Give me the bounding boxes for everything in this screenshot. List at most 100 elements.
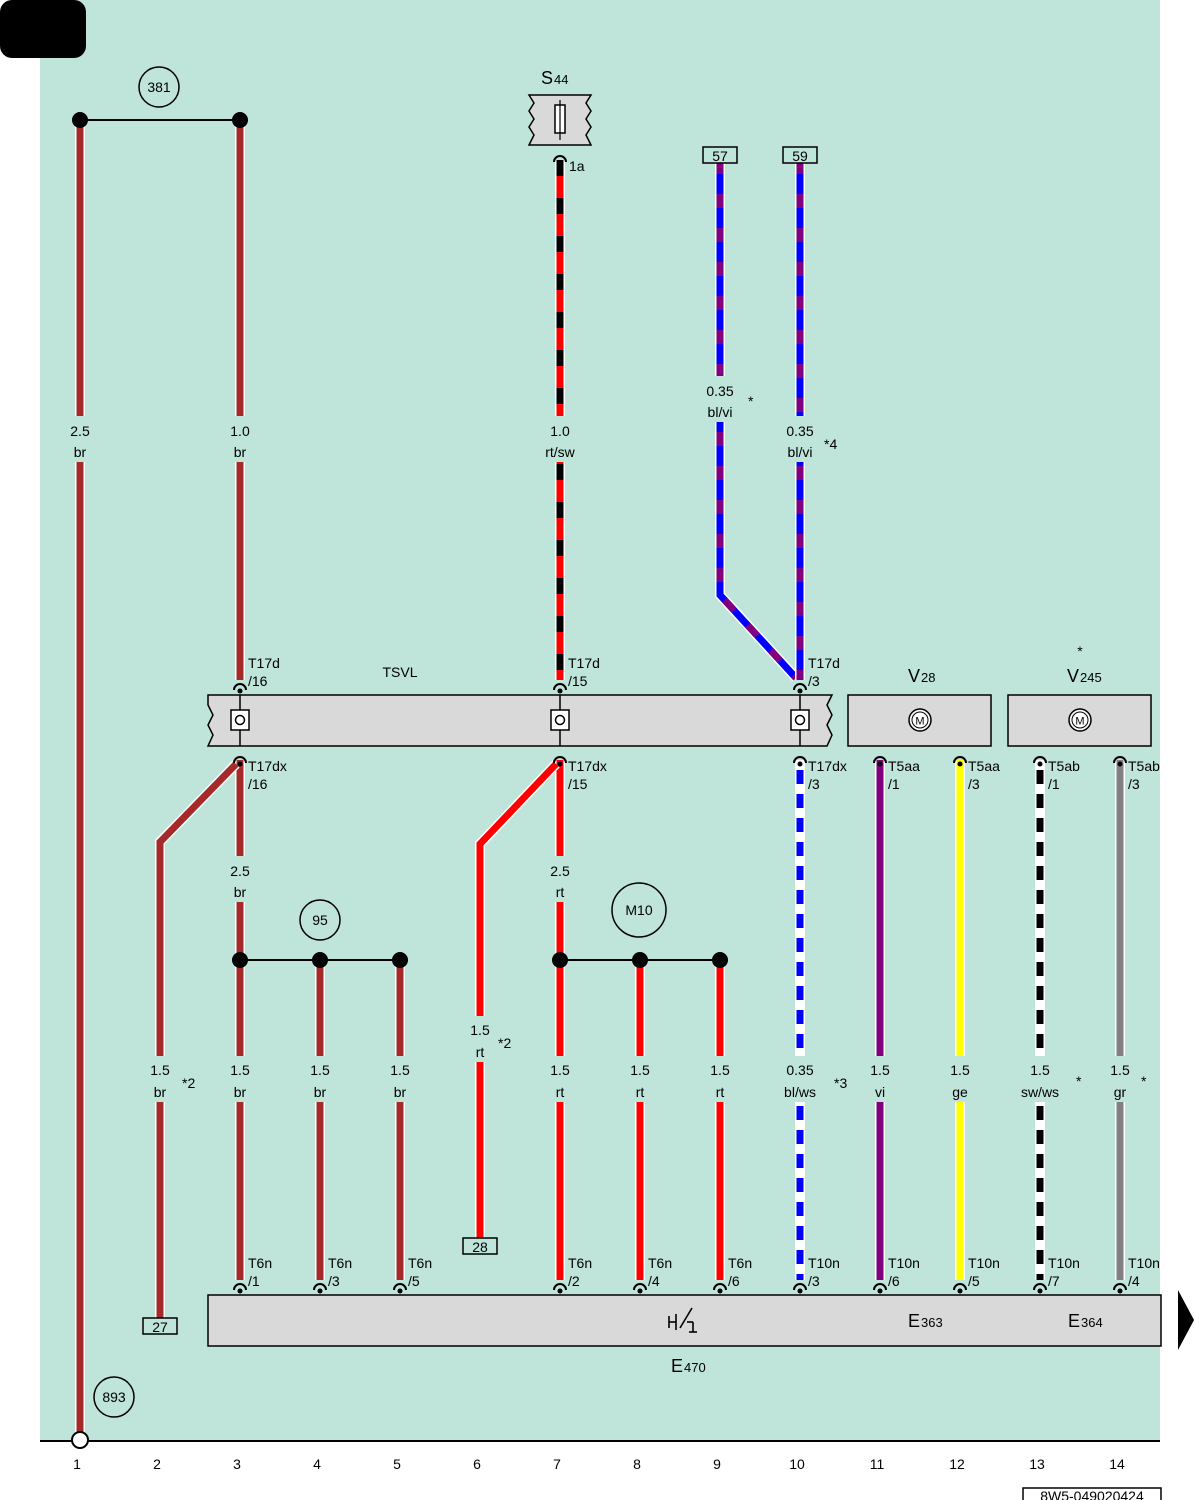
ref-box-27: 27 — [142, 1317, 178, 1335]
wire-label-size: 0.35 — [786, 1062, 813, 1078]
pin-contact-dot — [397, 1288, 403, 1294]
pin-cup-icon — [553, 683, 567, 691]
wire-label-color: rt/sw — [545, 444, 575, 460]
pin-contact-dot — [637, 1288, 643, 1294]
svg-text:/6: /6 — [888, 1273, 900, 1289]
e470-main-label: E — [671, 1356, 683, 1376]
svg-text:/3: /3 — [808, 776, 820, 792]
wire-label-size: 2.5 — [230, 863, 250, 879]
svg-text:/1: /1 — [248, 1273, 260, 1289]
pin-contact-dot — [237, 761, 243, 767]
wire-label-color: br — [234, 884, 247, 900]
splice-dot — [232, 112, 248, 128]
pin-cup-icon — [233, 683, 247, 691]
pin-t6n-1: T6n — [248, 1255, 272, 1271]
pin-cup-icon — [553, 1283, 567, 1291]
column-number: 3 — [233, 1456, 241, 1472]
wire-label-color: br — [234, 1084, 247, 1100]
pin-cup-icon — [873, 1283, 887, 1291]
e470-sub-label: 470 — [684, 1360, 706, 1375]
pin-cup-icon — [1113, 756, 1127, 764]
s44-sub-label: 44 — [554, 72, 568, 87]
pin-t5ab-1: T5ab — [1048, 758, 1080, 774]
wire-col2-br — [156, 761, 239, 1318]
wire-label-size: 1.0 — [230, 423, 250, 439]
pin-contact-dot — [557, 761, 563, 767]
wire-label-color: bl/vi — [708, 404, 733, 420]
pin-t6n-6: T6n — [728, 1255, 752, 1271]
pin-cup-icon — [793, 1283, 807, 1291]
pin-contact-dot — [237, 1288, 243, 1294]
pin-contact-dot — [797, 1288, 803, 1294]
wire-label-size: 1.5 — [1110, 1062, 1130, 1078]
pin-contact-dot — [1117, 761, 1123, 767]
pin-t17dx-3: T17dx — [808, 758, 847, 774]
wire-label-color: bl/vi — [788, 444, 813, 460]
motor-symbol: M — [915, 716, 924, 728]
pin-contact-dot — [957, 761, 963, 767]
pin-t17dx-15: T17dx — [568, 758, 607, 774]
pin-t17d-3: T17d — [808, 655, 840, 671]
e364-sub-label: 364 — [1081, 1315, 1103, 1330]
pin-t17dx-16: T17dx — [248, 758, 287, 774]
splice-dot — [232, 952, 248, 968]
pin-contact-dot — [1037, 761, 1043, 767]
v28-main-label: V — [908, 666, 920, 686]
pin-1a: 1a — [569, 158, 585, 174]
connection-ref-381: 381 — [138, 66, 180, 108]
ref-381-text: 381 — [147, 79, 171, 95]
column-number: 9 — [713, 1456, 721, 1472]
splice-dot — [72, 112, 88, 128]
pin-t17d-16: T17d — [248, 655, 280, 671]
page-tab-marker — [0, 0, 86, 58]
column-number: 7 — [553, 1456, 561, 1472]
tsvl-connector: TSVL — [206, 664, 834, 747]
doc-id-box: 8W5-049020424 — [1022, 1487, 1162, 1500]
ground-terminal — [71, 1431, 89, 1449]
pin-contact-dot — [317, 1288, 323, 1294]
ref-27-text: 27 — [152, 1319, 168, 1335]
s44-main-label: S — [541, 68, 553, 88]
ref-m10-text: M10 — [625, 902, 652, 918]
pin-contact-dot — [557, 1288, 563, 1294]
pin-contact-dot — [877, 761, 883, 767]
ref-59-text: 59 — [792, 148, 808, 164]
wire-label-color: rt — [556, 1084, 565, 1100]
svg-text:/5: /5 — [408, 1273, 420, 1289]
wire-label-color: br — [154, 1084, 167, 1100]
ref-box-57: 57 — [702, 146, 738, 164]
pin-t6n-2: T6n — [568, 1255, 592, 1271]
pin-contact-dot — [557, 160, 563, 166]
tsvl-label: TSVL — [382, 664, 417, 680]
svg-text:/7: /7 — [1048, 1273, 1060, 1289]
splice-dot — [312, 952, 328, 968]
column-number: 5 — [393, 1456, 401, 1472]
pin-contact-dot — [797, 761, 803, 767]
splice-dot — [632, 952, 648, 968]
ref-28-text: 28 — [472, 1239, 488, 1255]
svg-text:/4: /4 — [1128, 1273, 1140, 1289]
motor-symbol: M — [1075, 716, 1084, 728]
svg-text:/15: /15 — [568, 673, 588, 689]
wire-label-size: 1.5 — [310, 1062, 330, 1078]
wire-label-color: ge — [952, 1084, 968, 1100]
pin-labels: T17d /16 T17d /15 T17d /3 T17dx /16 T17d… — [248, 655, 1160, 1289]
doc-id-text: 8W5-049020424 — [1040, 1488, 1144, 1500]
wire-label-size: 2.5 — [550, 863, 570, 879]
ref-box-28: 28 — [462, 1237, 498, 1255]
pin-t10n-3: T10n — [808, 1255, 840, 1271]
column-number: 2 — [153, 1456, 161, 1472]
wire-label-color: gr — [1114, 1084, 1127, 1100]
connector-pin-icon — [230, 709, 250, 731]
wire-label-color: br — [394, 1084, 407, 1100]
motor-v245: * V 245 M — [1007, 643, 1152, 747]
ref-95-text: 95 — [312, 912, 328, 928]
column-number: 4 — [313, 1456, 321, 1472]
wire-label-size: 1.5 — [470, 1022, 490, 1038]
v245-main-label: V — [1067, 666, 1079, 686]
connector-pin-icon — [550, 709, 570, 731]
ref-57-text: 57 — [712, 148, 728, 164]
v28-sub-label: 28 — [921, 670, 935, 685]
